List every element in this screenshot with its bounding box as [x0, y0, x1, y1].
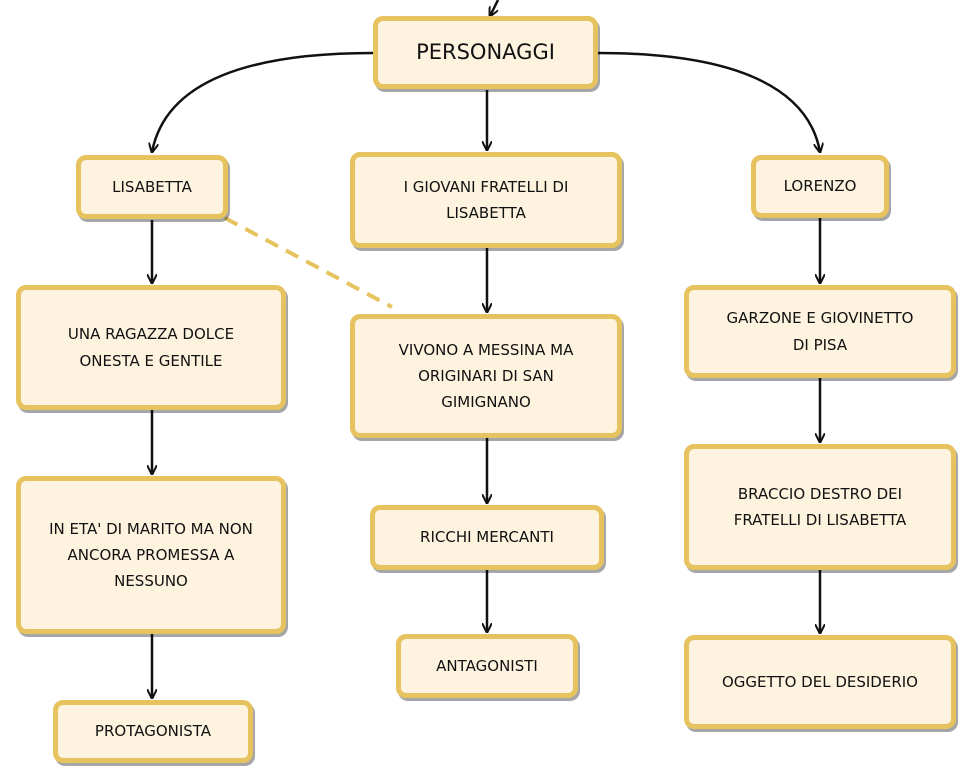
node-lorenzo[interactable]: LORENZO	[751, 155, 889, 218]
node-antagonisti[interactable]: ANTAGONISTI	[396, 634, 578, 698]
node-braccio-destro[interactable]: BRACCIO DESTRO DEI FRATELLI DI LISABETTA	[684, 444, 956, 570]
node-oggetto-del-desiderio[interactable]: OGGETTO DEL DESIDERIO	[684, 635, 956, 729]
node-lisabetta[interactable]: LISABETTA	[76, 155, 228, 219]
arrow-root-lisabetta	[152, 51, 374, 152]
node-giovani-fratelli[interactable]: I GIOVANI FRATELLI DI LISABETTA	[350, 152, 622, 248]
node-personaggi[interactable]: PERSONAGGI	[373, 16, 598, 89]
node-ragazza-dolce[interactable]: UNA RAGAZZA DOLCE ONESTA E GENTILE	[16, 285, 286, 410]
node-protagonista[interactable]: PROTAGONISTA	[53, 700, 253, 763]
node-vivono-a-messina[interactable]: VIVONO A MESSINA MA ORIGINARI DI SAN GIM…	[350, 314, 622, 438]
arrow-incoming-root	[490, 0, 500, 16]
node-ricchi-mercanti[interactable]: RICCHI MERCANTI	[370, 505, 604, 570]
dashed-link-lisabetta-messina	[224, 216, 393, 309]
arrow-root-lorenzo	[597, 51, 820, 152]
node-eta-di-marito[interactable]: IN ETA' DI MARITO MA NON ANCORA PROMESSA…	[16, 476, 286, 634]
node-garzone[interactable]: GARZONE E GIOVINETTO DI PISA	[684, 285, 956, 378]
